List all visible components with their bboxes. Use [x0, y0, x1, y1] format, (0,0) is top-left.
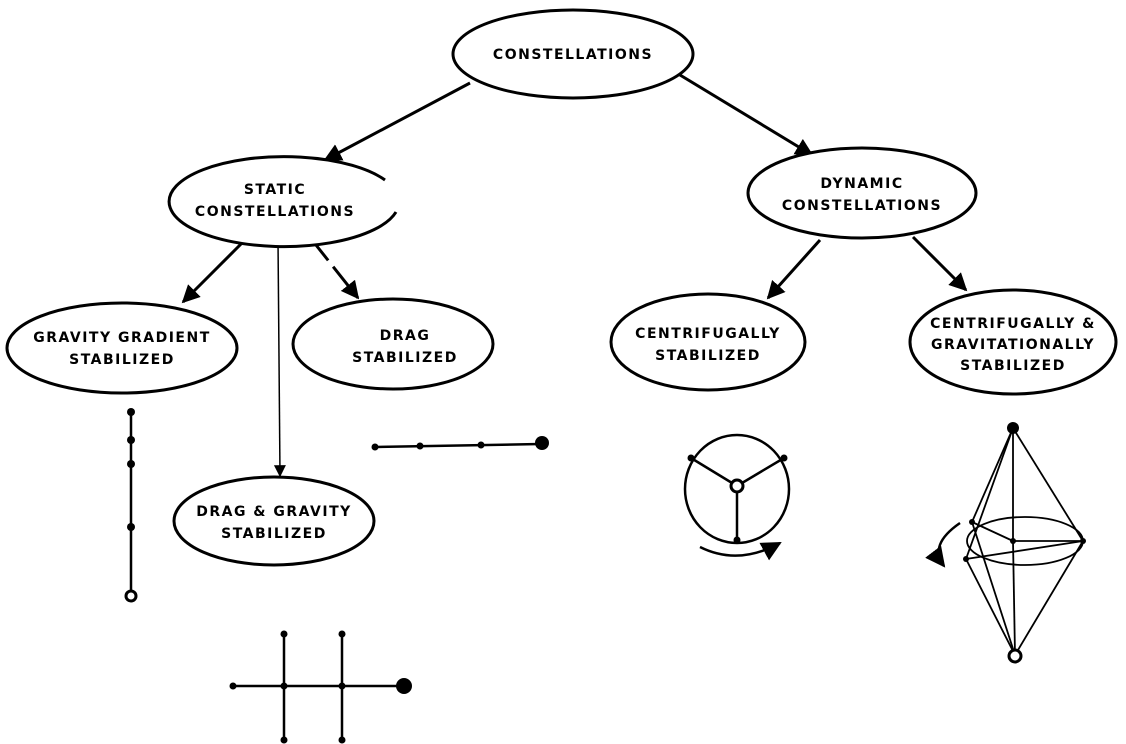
edge-dynamic-to-centrifugally-gravitationally — [911, 235, 968, 292]
node-drag-gravity-ellipse — [172, 475, 376, 567]
edge-dynamic-to-centrifugally — [766, 238, 822, 300]
node-centrifugally-ellipse — [609, 292, 807, 392]
node-drag-label-line2: STABILIZED — [352, 350, 458, 366]
node-centrifugally-gravitationally-ellipse — [908, 288, 1118, 396]
node-constellations: CONSTELLATIONS — [451, 8, 695, 100]
node-cg-label-line3: STABILIZED — [960, 358, 1066, 374]
node-drag-ellipse — [291, 297, 495, 391]
node-drag-stabilized: DRAG STABILIZED — [291, 297, 495, 391]
node-centrifugally-stabilized: CENTRIFUGALLY STABILIZED — [609, 292, 807, 392]
node-cg-label-line2: GRAVITATIONALLY — [931, 337, 1095, 353]
node-dynamic-constellations-label-line2: CONSTELLATIONS — [782, 198, 942, 214]
node-drag-gravity-stabilized: DRAG & GRAVITY STABILIZED — [172, 475, 376, 567]
node-drag-label-line1: DRAG — [380, 328, 431, 344]
node-static-constellations-ellipse — [167, 155, 398, 249]
edges — [181, 73, 968, 478]
edge-root-to-static — [323, 81, 471, 162]
node-static-constellations-label-line2: CONSTELLATIONS — [195, 204, 355, 220]
node-gravity-gradient-label-line2: STABILIZED — [69, 352, 175, 368]
node-dynamic-constellations: DYNAMIC CONSTELLATIONS — [746, 146, 978, 240]
node-constellations-label: CONSTELLATIONS — [493, 47, 653, 63]
gravity-gradient-tether-illustration — [124, 408, 138, 603]
edge-root-to-dynamic — [679, 73, 814, 157]
node-constellations-ellipse — [451, 8, 695, 100]
node-cg-label-line1: CENTRIFUGALLY & — [930, 316, 1096, 332]
node-drag-gravity-label-line1: DRAG & GRAVITY — [196, 504, 352, 520]
node-gravity-gradient-label-line1: GRAVITY GRADIENT — [33, 330, 211, 346]
node-static-constellations: STATIC CONSTELLATIONS — [167, 155, 398, 249]
node-dynamic-constellations-label-line1: DYNAMIC — [820, 176, 903, 192]
drag-tether-illustration — [371, 436, 549, 451]
edge-static-to-gravity-gradient — [181, 238, 247, 304]
node-drag-gravity-label-line2: STABILIZED — [221, 526, 327, 542]
node-centrifugally-label-line1: CENTRIFUGALLY — [635, 326, 781, 342]
edge-static-to-drag — [310, 239, 360, 300]
node-centrifugally-label-line2: STABILIZED — [655, 348, 761, 364]
node-gravity-gradient-ellipse — [5, 301, 239, 395]
centrifugal-wheel-illustration — [683, 433, 791, 561]
bicone-illustration — [925, 422, 1086, 664]
node-gravity-gradient-stabilized: GRAVITY GRADIENT STABILIZED — [5, 301, 239, 395]
drag-gravity-grid-illustration — [229, 630, 412, 744]
node-static-constellations-label-line1: STATIC — [244, 182, 306, 198]
node-centrifugally-gravitationally-stabilized: CENTRIFUGALLY & GRAVITATIONALLY STABILIZ… — [908, 288, 1118, 396]
edge-static-to-drag-gravity — [273, 239, 286, 478]
node-dynamic-constellations-ellipse — [746, 146, 978, 240]
